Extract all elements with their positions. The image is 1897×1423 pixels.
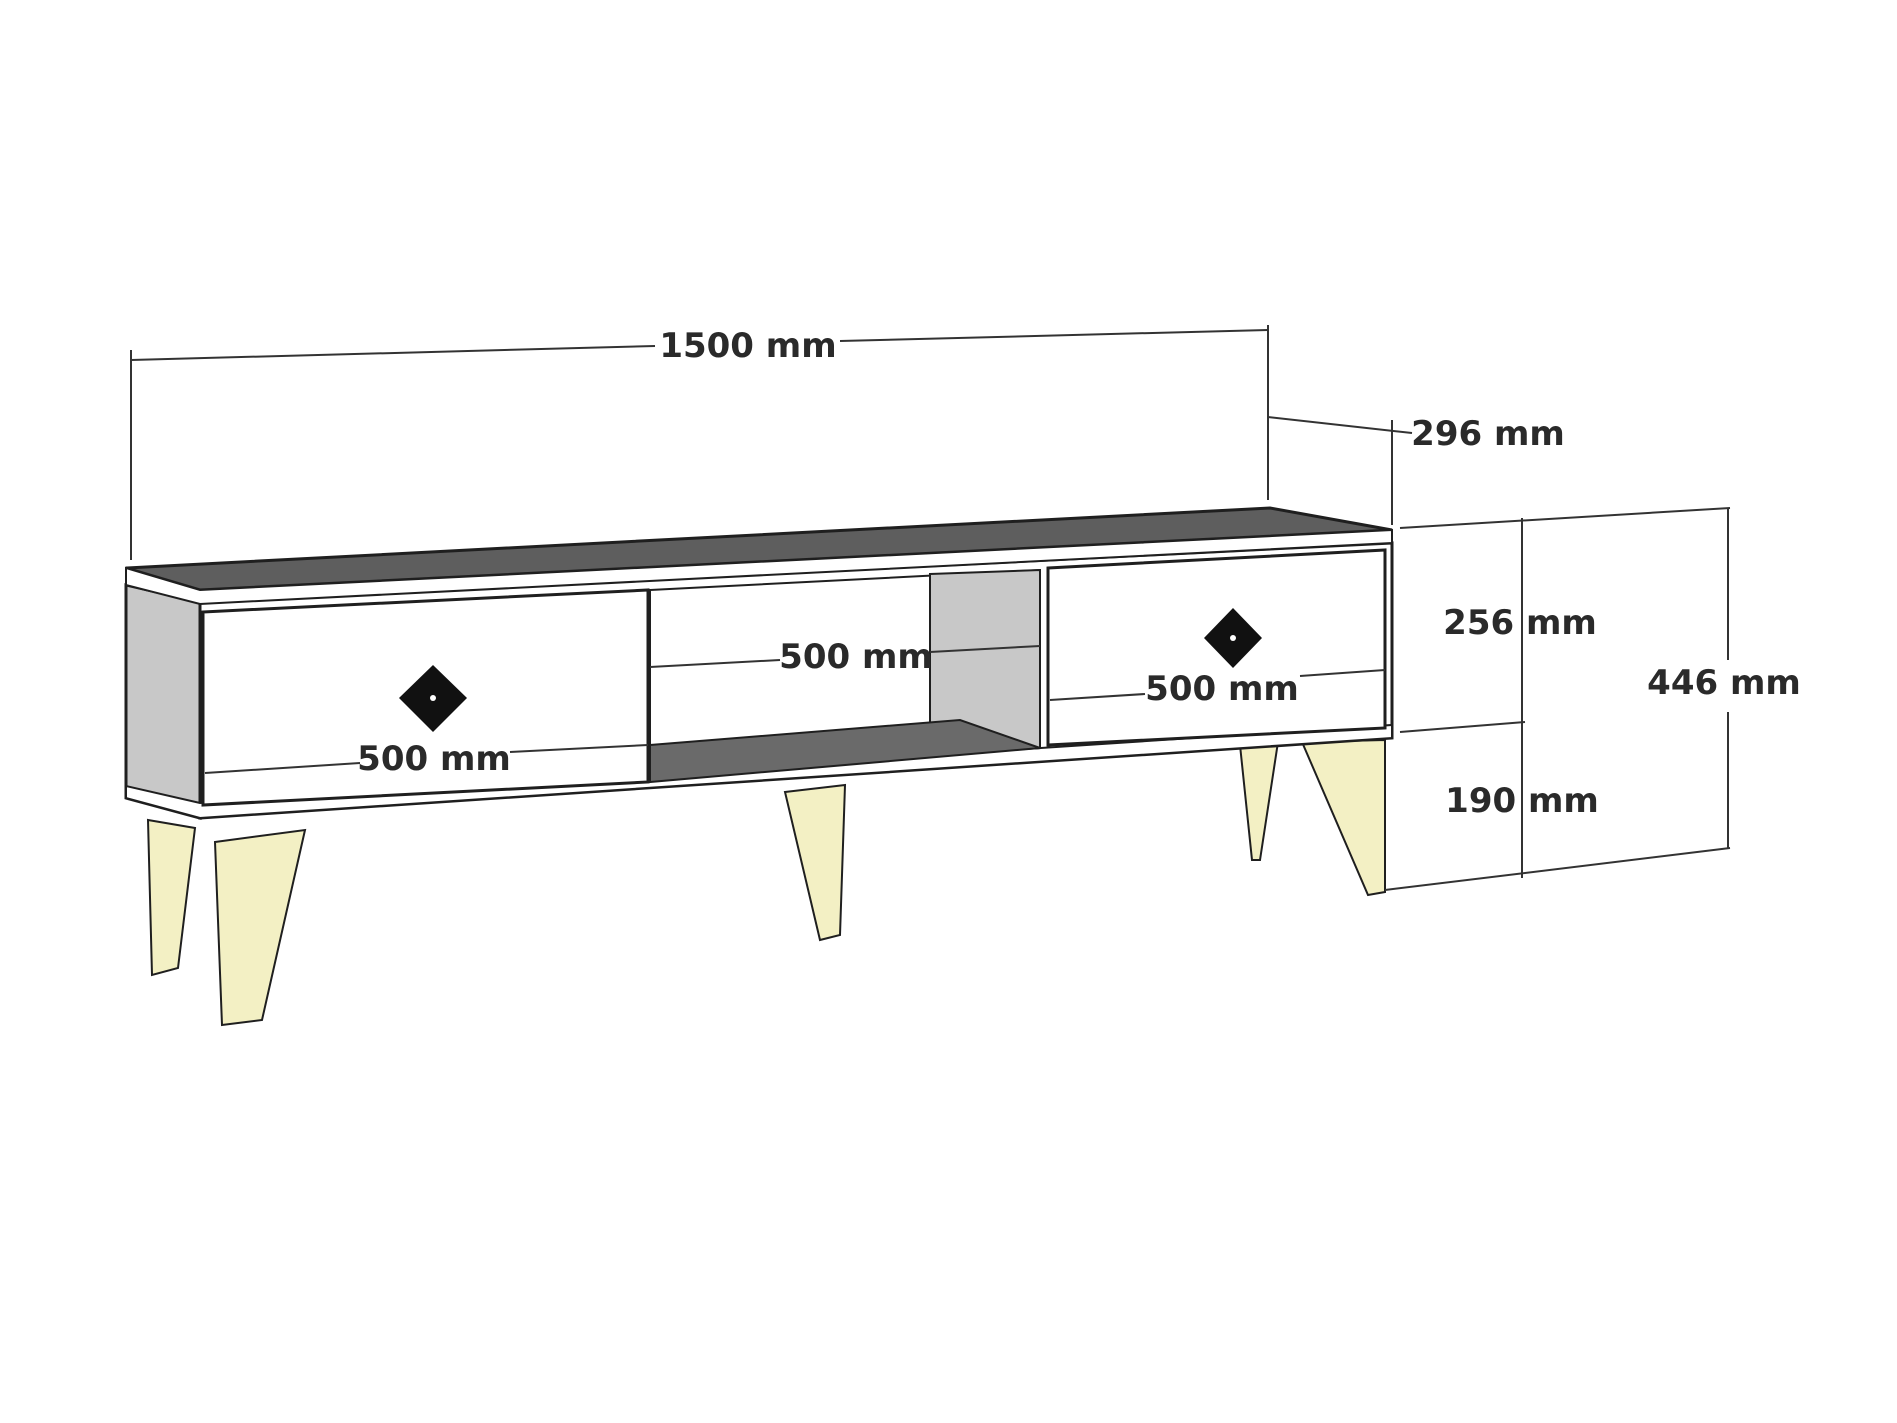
dimension-lines: [130, 325, 1731, 891]
left-side-panel: [124, 583, 202, 820]
legs: [146, 738, 1386, 1027]
total-height-label: 446 mm: [1647, 663, 1801, 703]
width-label: 1500 mm: [659, 326, 836, 366]
leg-height-label: 190 mm: [1445, 781, 1599, 821]
right-door-width-label: 500 mm: [1145, 669, 1299, 709]
left-door-width-label: 500 mm: [357, 739, 511, 779]
middle-width-label: 500 mm: [779, 637, 933, 677]
middle-shelf-floor: [649, 718, 1041, 784]
leg-front-left: [213, 828, 307, 1027]
right-door-handle: [1204, 608, 1262, 668]
cabinet-height-label: 256 mm: [1443, 603, 1597, 643]
top-front-edge: [125, 528, 1393, 606]
depth-label: 296 mm: [1411, 414, 1565, 454]
dimension-labels: 1500 mm 296 mm 256 mm 446 mm 190 mm 500 …: [357, 326, 1801, 821]
leg-back-right: [1238, 740, 1280, 861]
leg-middle: [783, 783, 847, 942]
left-door-handle: [399, 665, 467, 732]
leg-front-right: [1300, 738, 1386, 897]
leg-front-left-back: [146, 818, 197, 977]
cabinet: [124, 506, 1394, 820]
